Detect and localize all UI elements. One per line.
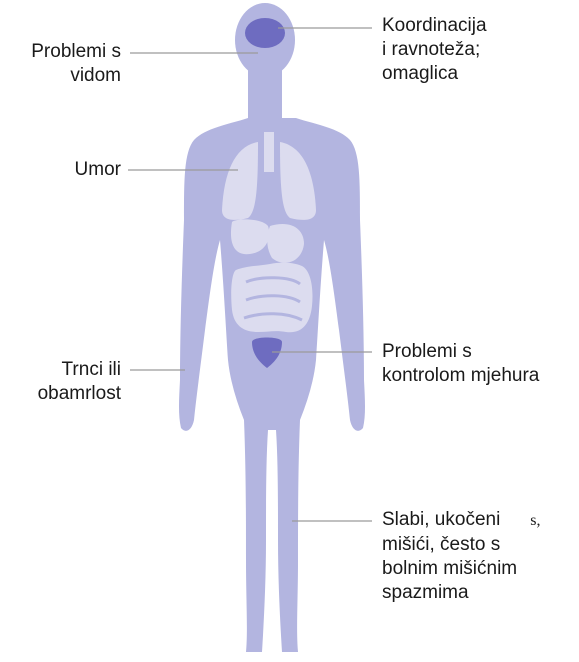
label-tingling-line2: obamrlost <box>38 382 121 406</box>
label-muscles-line1-row: Slabi, ukočeni s, <box>382 508 541 533</box>
label-muscles-line3: bolnim mišićnim <box>382 557 541 581</box>
label-muscle-weakness: Slabi, ukočeni s, mišići, često s bolnim … <box>382 508 541 605</box>
label-muscles-line4: spazmima <box>382 581 541 605</box>
label-tingling-line1: Trnci ili <box>38 358 121 382</box>
label-tingling-numbness: Trnci ili obamrlost <box>38 358 121 406</box>
label-coordination-line1: Koordinacija <box>382 14 487 38</box>
brain-highlight <box>245 18 285 48</box>
label-muscles-line1-suffix: s, <box>530 512 540 529</box>
digestive-organs <box>231 219 313 332</box>
label-coordination-line2: i ravnoteža; <box>382 38 487 62</box>
label-bladder-control: Problemi s kontrolom mjehura <box>382 340 539 388</box>
label-vision-line2: vidom <box>31 64 121 88</box>
label-fatigue: Umor <box>75 158 121 182</box>
label-muscles-line2: mišići, često s <box>382 533 541 557</box>
label-vision-line1: Problemi s <box>31 40 121 64</box>
label-bladder-line1: Problemi s <box>382 340 539 364</box>
label-bladder-line2: kontrolom mjehura <box>382 364 539 388</box>
label-fatigue-line1: Umor <box>75 158 121 182</box>
label-coordination-line3: omaglica <box>382 62 487 86</box>
label-vision-problems: Problemi s vidom <box>31 40 121 88</box>
label-coordination: Koordinacija i ravnoteža; omaglica <box>382 14 487 86</box>
label-muscles-line1: Slabi, ukočeni <box>382 509 500 530</box>
